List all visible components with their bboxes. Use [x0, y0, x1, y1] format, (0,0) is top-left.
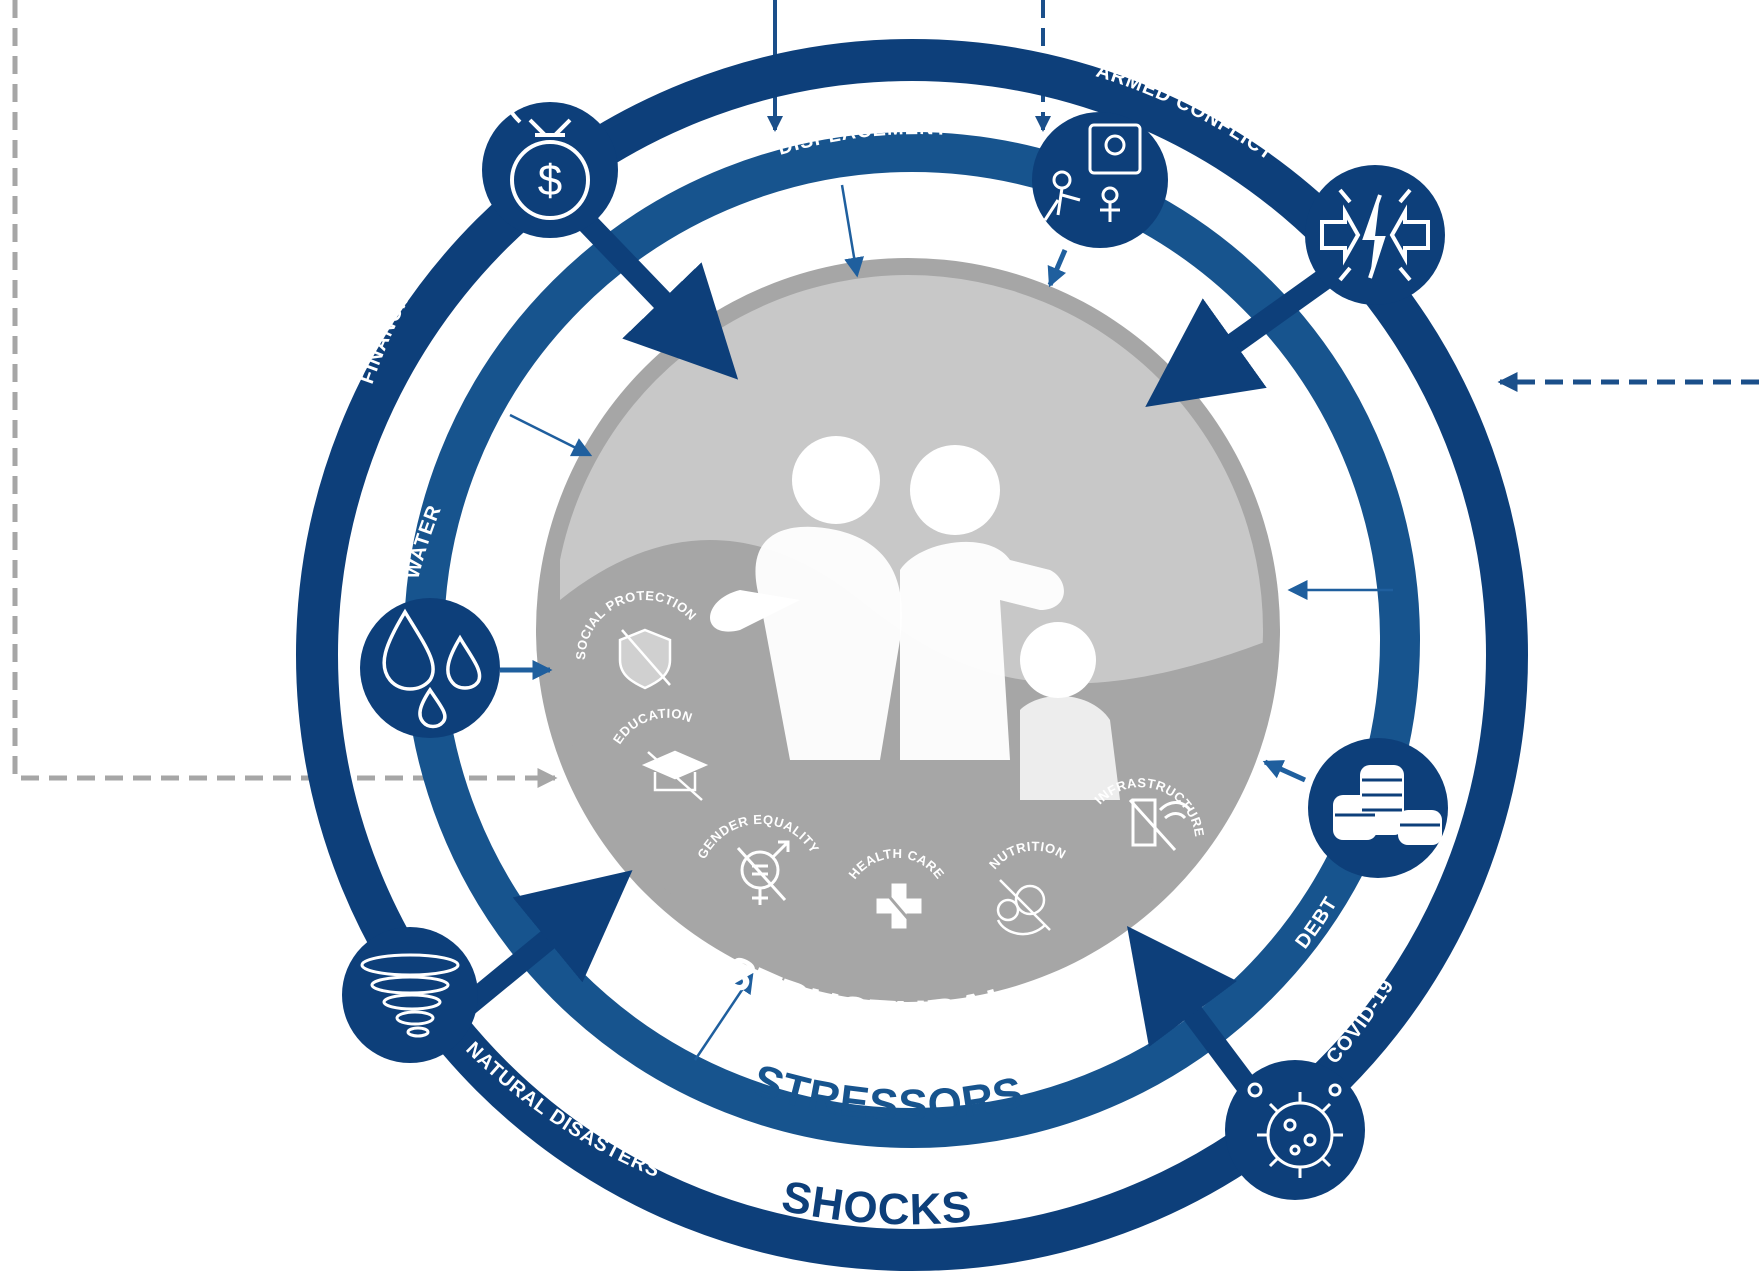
svg-text:$: $	[538, 156, 562, 205]
arrow-covid	[1127, 926, 1259, 1097]
arrow-financial	[567, 202, 739, 380]
arrow-small-4	[693, 972, 754, 1061]
water-drops-icon	[382, 608, 482, 729]
coin-stacks-icon	[1333, 765, 1442, 845]
health-cross-crossed-icon	[873, 879, 924, 936]
shield-crossed-icon	[618, 628, 672, 690]
arrow-small-1	[840, 184, 864, 278]
node-covid19	[1225, 1060, 1365, 1200]
virus-icon	[1247, 1082, 1343, 1178]
shocks-ring	[296, 39, 1528, 1271]
gender-equality-crossed-icon	[736, 840, 790, 905]
building-crossed-icon	[1128, 798, 1192, 852]
graduation-cap-crossed-icon	[641, 750, 709, 801]
arrow-armed-conflict	[1145, 266, 1337, 407]
node-financial-shocks: $	[482, 98, 618, 238]
food-crossed-icon	[996, 879, 1051, 936]
conflict-icon	[1320, 188, 1430, 282]
displacement-icon	[1043, 123, 1142, 222]
arrow-displacement-core	[1047, 249, 1068, 288]
family-icon	[710, 436, 1120, 800]
shocks-title-text: SHOCKS	[778, 1172, 973, 1235]
arrow-small-2	[509, 413, 593, 457]
node-natural-disasters	[342, 927, 478, 1063]
shocks-title: SHOCKS	[778, 1172, 974, 1235]
node-displacement	[1032, 112, 1168, 248]
arrow-debt-core	[1262, 759, 1307, 783]
money-bag-icon: $	[507, 98, 590, 220]
node-armed-conflict	[1305, 165, 1445, 305]
tornado-icon	[360, 953, 460, 1038]
node-debt	[1308, 738, 1448, 878]
gray-dashed-connector	[12, 0, 558, 788]
node-water	[360, 598, 500, 738]
